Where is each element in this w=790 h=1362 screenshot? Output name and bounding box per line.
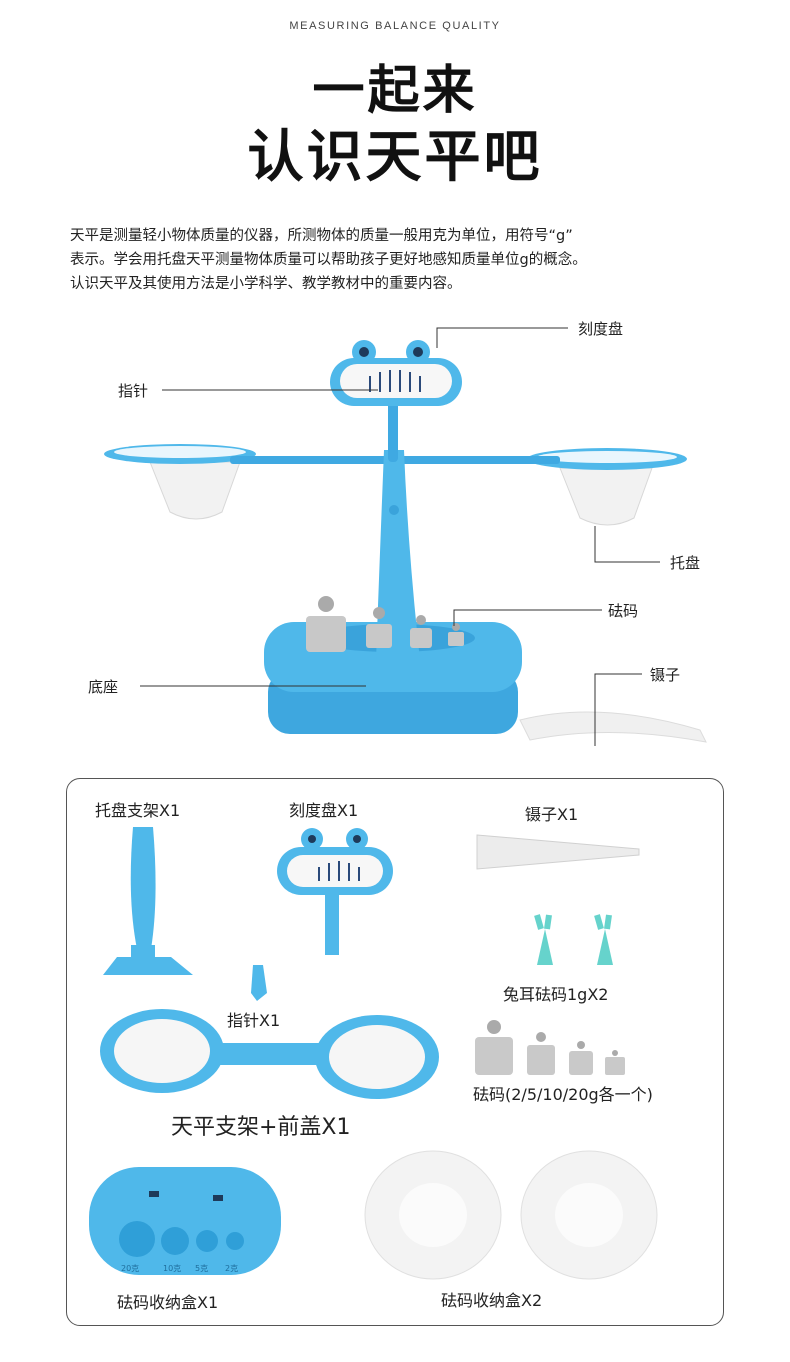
callout-pointer: 指针: [118, 382, 149, 400]
callout-weights: 砝码: [608, 602, 639, 620]
right-tray: [527, 448, 687, 526]
callout-tray: 托盘: [670, 554, 701, 572]
tray-stand-part: [103, 827, 193, 975]
callout-base: 底座: [88, 678, 119, 696]
box-mark: 10克: [163, 1264, 181, 1273]
callout-tweezers: 镊子: [650, 666, 681, 684]
intro-paragraph: 天平是测量轻小物体质量的仪器，所测物体的质量一般用克为单位，用符号“g” 表示。…: [70, 224, 730, 296]
label-pointer: 指针X1: [227, 1011, 281, 1030]
label-balance-frame: 天平支架+前盖X1: [171, 1115, 351, 1140]
box-mark: 2克: [225, 1264, 238, 1273]
label-tweezers: 镊子X1: [525, 805, 579, 824]
label-weights: 砝码(2/5/10/20g各一个): [473, 1085, 653, 1104]
balance-frame-part: [100, 1009, 439, 1099]
column: [376, 450, 420, 660]
intro-line: 天平是测量轻小物体质量的仪器，所测物体的质量一般用克为单位，用符号“g”: [70, 228, 573, 244]
balance-hero: 刻度盘 指针 托盘 砝码 底座 镊子: [0, 300, 790, 770]
label-tray-stand: 托盘支架X1: [95, 801, 181, 820]
tweezers: [519, 711, 707, 743]
page-title-line1: 一起来: [312, 61, 478, 121]
label-weight-box: 砝码收纳盒X1: [117, 1293, 219, 1312]
metal-weights-part: [475, 1020, 625, 1075]
balance-illustration: [104, 327, 707, 746]
box-mark: 20克: [121, 1264, 139, 1273]
white-trays-part: [364, 1150, 658, 1280]
dial: [330, 340, 462, 406]
eyebrow-text: MEASURING BALANCE QUALITY: [289, 20, 501, 32]
parts-box: 20克 10克 5克 2克 托盘支架X1 刻度盘X1 镊子X1 指针X1 兔耳砝…: [66, 778, 724, 1326]
rabbit-weights-part: [534, 914, 613, 965]
intro-line: 表示。学会用托盘天平测量物体质量可以帮助孩子更好地感知质量单位g的概念。: [70, 252, 587, 268]
callout-dial: 刻度盘: [578, 320, 624, 338]
tweezers-part: [476, 834, 640, 870]
label-rabbit-weights: 兔耳砝码1gX2: [503, 985, 609, 1004]
pointer-needle: [388, 392, 398, 462]
label-dial: 刻度盘X1: [289, 801, 359, 820]
left-tray: [104, 444, 256, 520]
callout-lines: [140, 327, 660, 746]
weight-box-part: 20克 10克 5克 2克: [89, 1167, 281, 1275]
box-mark: 5克: [195, 1264, 208, 1273]
dial-part: [277, 828, 393, 955]
page-title-line2: 认识天平吧: [247, 125, 543, 190]
pointer-part: [251, 965, 267, 1001]
label-weight-box-2: 砝码收纳盒X2: [441, 1291, 543, 1310]
weights-in-base: [306, 596, 464, 652]
parts-illustration: 20克 10克 5克 2克: [89, 827, 658, 1280]
intro-line: 认识天平及其使用方法是小学科学、教学教材中的重要内容。: [70, 276, 462, 292]
